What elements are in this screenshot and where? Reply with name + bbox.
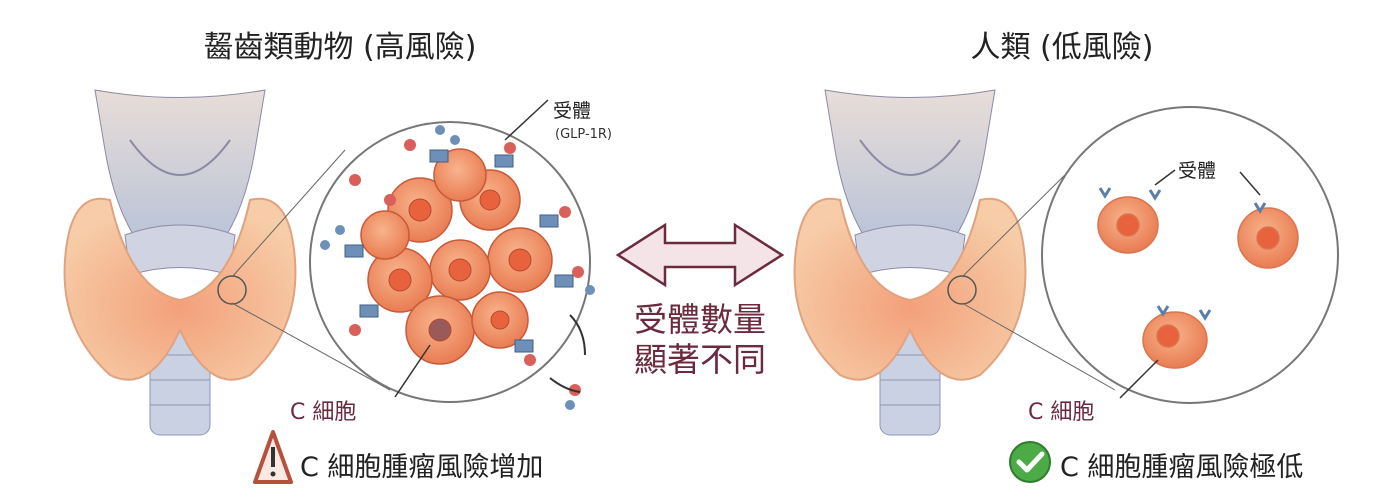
c-cell-label: C 細胞 xyxy=(290,400,357,425)
center-text-line2: 顯著不同 xyxy=(634,340,766,379)
warning-triangle-icon xyxy=(253,430,293,484)
receptor-pointer xyxy=(504,99,549,141)
cell-pointer xyxy=(1119,359,1159,399)
human-risk-text: C 細胞腫瘤風險極低 xyxy=(1060,452,1304,483)
double-arrow-icon xyxy=(615,222,785,288)
zoom-line xyxy=(231,149,346,278)
receptor-sublabel: (GLP-1R) xyxy=(555,127,613,142)
human-cell-magnified-view xyxy=(1041,106,1339,404)
cell-nuclei xyxy=(388,189,532,342)
center-text-line1: 受體數量 xyxy=(634,300,766,339)
human-thyroid-illustration xyxy=(793,89,1027,436)
rodent-thyroid-illustration xyxy=(63,89,297,436)
receptors xyxy=(320,125,595,410)
c-cell-label: C 細胞 xyxy=(1028,400,1095,425)
zoom-line xyxy=(961,302,1116,391)
binding-arrow xyxy=(549,377,581,393)
sparse-c-cells xyxy=(1097,196,1299,369)
rodent-title: 齧齒類動物 (高風險) xyxy=(203,30,477,65)
receptor-label: 受體 xyxy=(553,100,592,122)
human-title: 人類 (低風險) xyxy=(970,30,1154,65)
green-check-icon xyxy=(1009,441,1051,483)
cell-pointer xyxy=(394,344,431,398)
receptors xyxy=(1098,187,1267,321)
zoom-line xyxy=(231,302,391,391)
receptor-pointer xyxy=(1154,169,1176,186)
receptor-label: 受體 xyxy=(1178,160,1217,182)
receptor-pointer xyxy=(1239,171,1261,196)
rodent-risk-text: C 細胞腫瘤風險增加 xyxy=(300,452,544,483)
binding-arrow xyxy=(569,314,586,356)
